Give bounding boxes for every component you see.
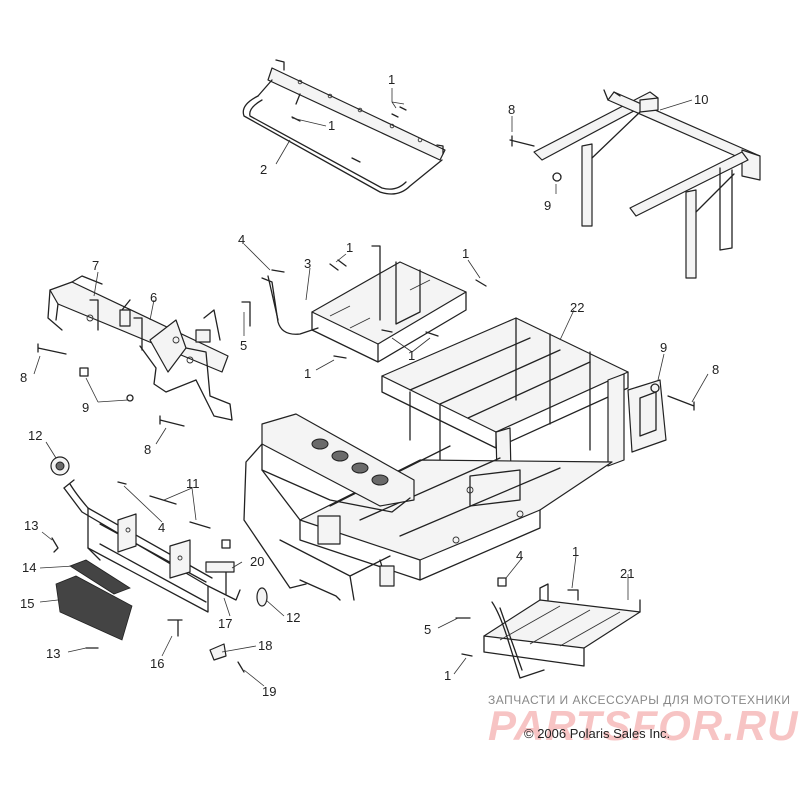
callout-4: 4 xyxy=(516,548,523,563)
part-22-main-frame xyxy=(243,317,667,601)
callout-9: 9 xyxy=(660,340,667,355)
callout-6: 6 xyxy=(150,290,157,305)
callout-8: 8 xyxy=(712,362,719,377)
callout-14: 14 xyxy=(22,560,36,575)
callout-7: 7 xyxy=(92,258,99,273)
watermark-caption: ЗАПЧАСТИ И АКСЕССУАРЫ ДЛЯ МОТОТЕХНИКИ xyxy=(488,693,790,707)
copyright-notice: © 2006 Polaris Sales Inc. xyxy=(524,726,670,741)
part-2-rear-panel-assembly xyxy=(242,59,446,195)
callout-13: 13 xyxy=(46,646,60,661)
callout-21: 21 xyxy=(620,566,634,581)
callout-9: 9 xyxy=(82,400,89,415)
callout-1: 1 xyxy=(328,118,335,133)
callout-18: 18 xyxy=(258,638,272,653)
callouts: 1 1 1 1 1 1 1 1 2 3 4 4 4 5 5 6 7 8 8 8 … xyxy=(20,72,719,699)
callout-4: 4 xyxy=(158,520,165,535)
callout-8: 8 xyxy=(508,102,515,117)
part-10-rear-rack xyxy=(509,89,761,279)
callout-9: 9 xyxy=(544,198,551,213)
callout-20: 20 xyxy=(250,554,264,569)
part-8-bolt-center xyxy=(159,415,185,427)
part-4-fastener-front xyxy=(221,539,231,549)
callout-1: 1 xyxy=(572,544,579,559)
callout-1: 1 xyxy=(388,72,395,87)
callout-1: 1 xyxy=(462,246,469,261)
callout-5: 5 xyxy=(424,622,431,637)
part-17-front-bumper xyxy=(63,479,241,613)
callout-12: 12 xyxy=(28,428,42,443)
part-13-clip-upper xyxy=(51,537,59,553)
part-18-bracket xyxy=(209,643,227,661)
callout-19: 19 xyxy=(262,684,276,699)
part-9-nut-right xyxy=(650,383,660,393)
leader-lines xyxy=(33,88,709,687)
watermark-logo: PARTSFOR.RU xyxy=(488,702,799,749)
callout-22: 22 xyxy=(570,300,584,315)
part-15-grille-mesh xyxy=(55,575,133,641)
callout-1: 1 xyxy=(444,668,451,683)
callout-1: 1 xyxy=(304,366,311,381)
callout-10: 10 xyxy=(694,92,708,107)
callout-1: 1 xyxy=(408,348,415,363)
callout-2: 2 xyxy=(260,162,267,177)
part-3-seat-bracket xyxy=(241,245,487,363)
callout-17: 17 xyxy=(218,616,232,631)
part-4-fastener-rear xyxy=(497,577,507,587)
callout-1: 1 xyxy=(346,240,353,255)
part-7-front-bulkhead xyxy=(47,275,233,421)
callout-16: 16 xyxy=(150,656,164,671)
part-14-grille-small xyxy=(69,559,131,595)
callout-15: 15 xyxy=(20,596,34,611)
part-16-bolt xyxy=(167,619,183,637)
watermark: ЗАПЧАСТИ И АКСЕССУАРЫ ДЛЯ МОТОТЕХНИКИ PA… xyxy=(488,693,799,749)
part-12-grommet-right xyxy=(256,587,268,607)
callout-8: 8 xyxy=(144,442,151,457)
callout-8: 8 xyxy=(20,370,27,385)
callout-11: 11 xyxy=(186,476,200,491)
callout-5: 5 xyxy=(240,338,247,353)
part-8-bolt-left xyxy=(37,343,67,355)
callout-4: 4 xyxy=(238,232,245,247)
part-21-rear-bracket xyxy=(455,583,641,679)
part-12-grommet-left xyxy=(50,456,70,476)
part-20-label xyxy=(205,561,235,573)
callout-13: 13 xyxy=(24,518,38,533)
callout-12: 12 xyxy=(286,610,300,625)
part-11-bolts xyxy=(117,481,211,529)
callout-3: 3 xyxy=(304,256,311,271)
part-8-bolt-right xyxy=(667,395,695,411)
part-19-screw xyxy=(237,661,245,673)
part-9-nut-left xyxy=(79,367,134,402)
